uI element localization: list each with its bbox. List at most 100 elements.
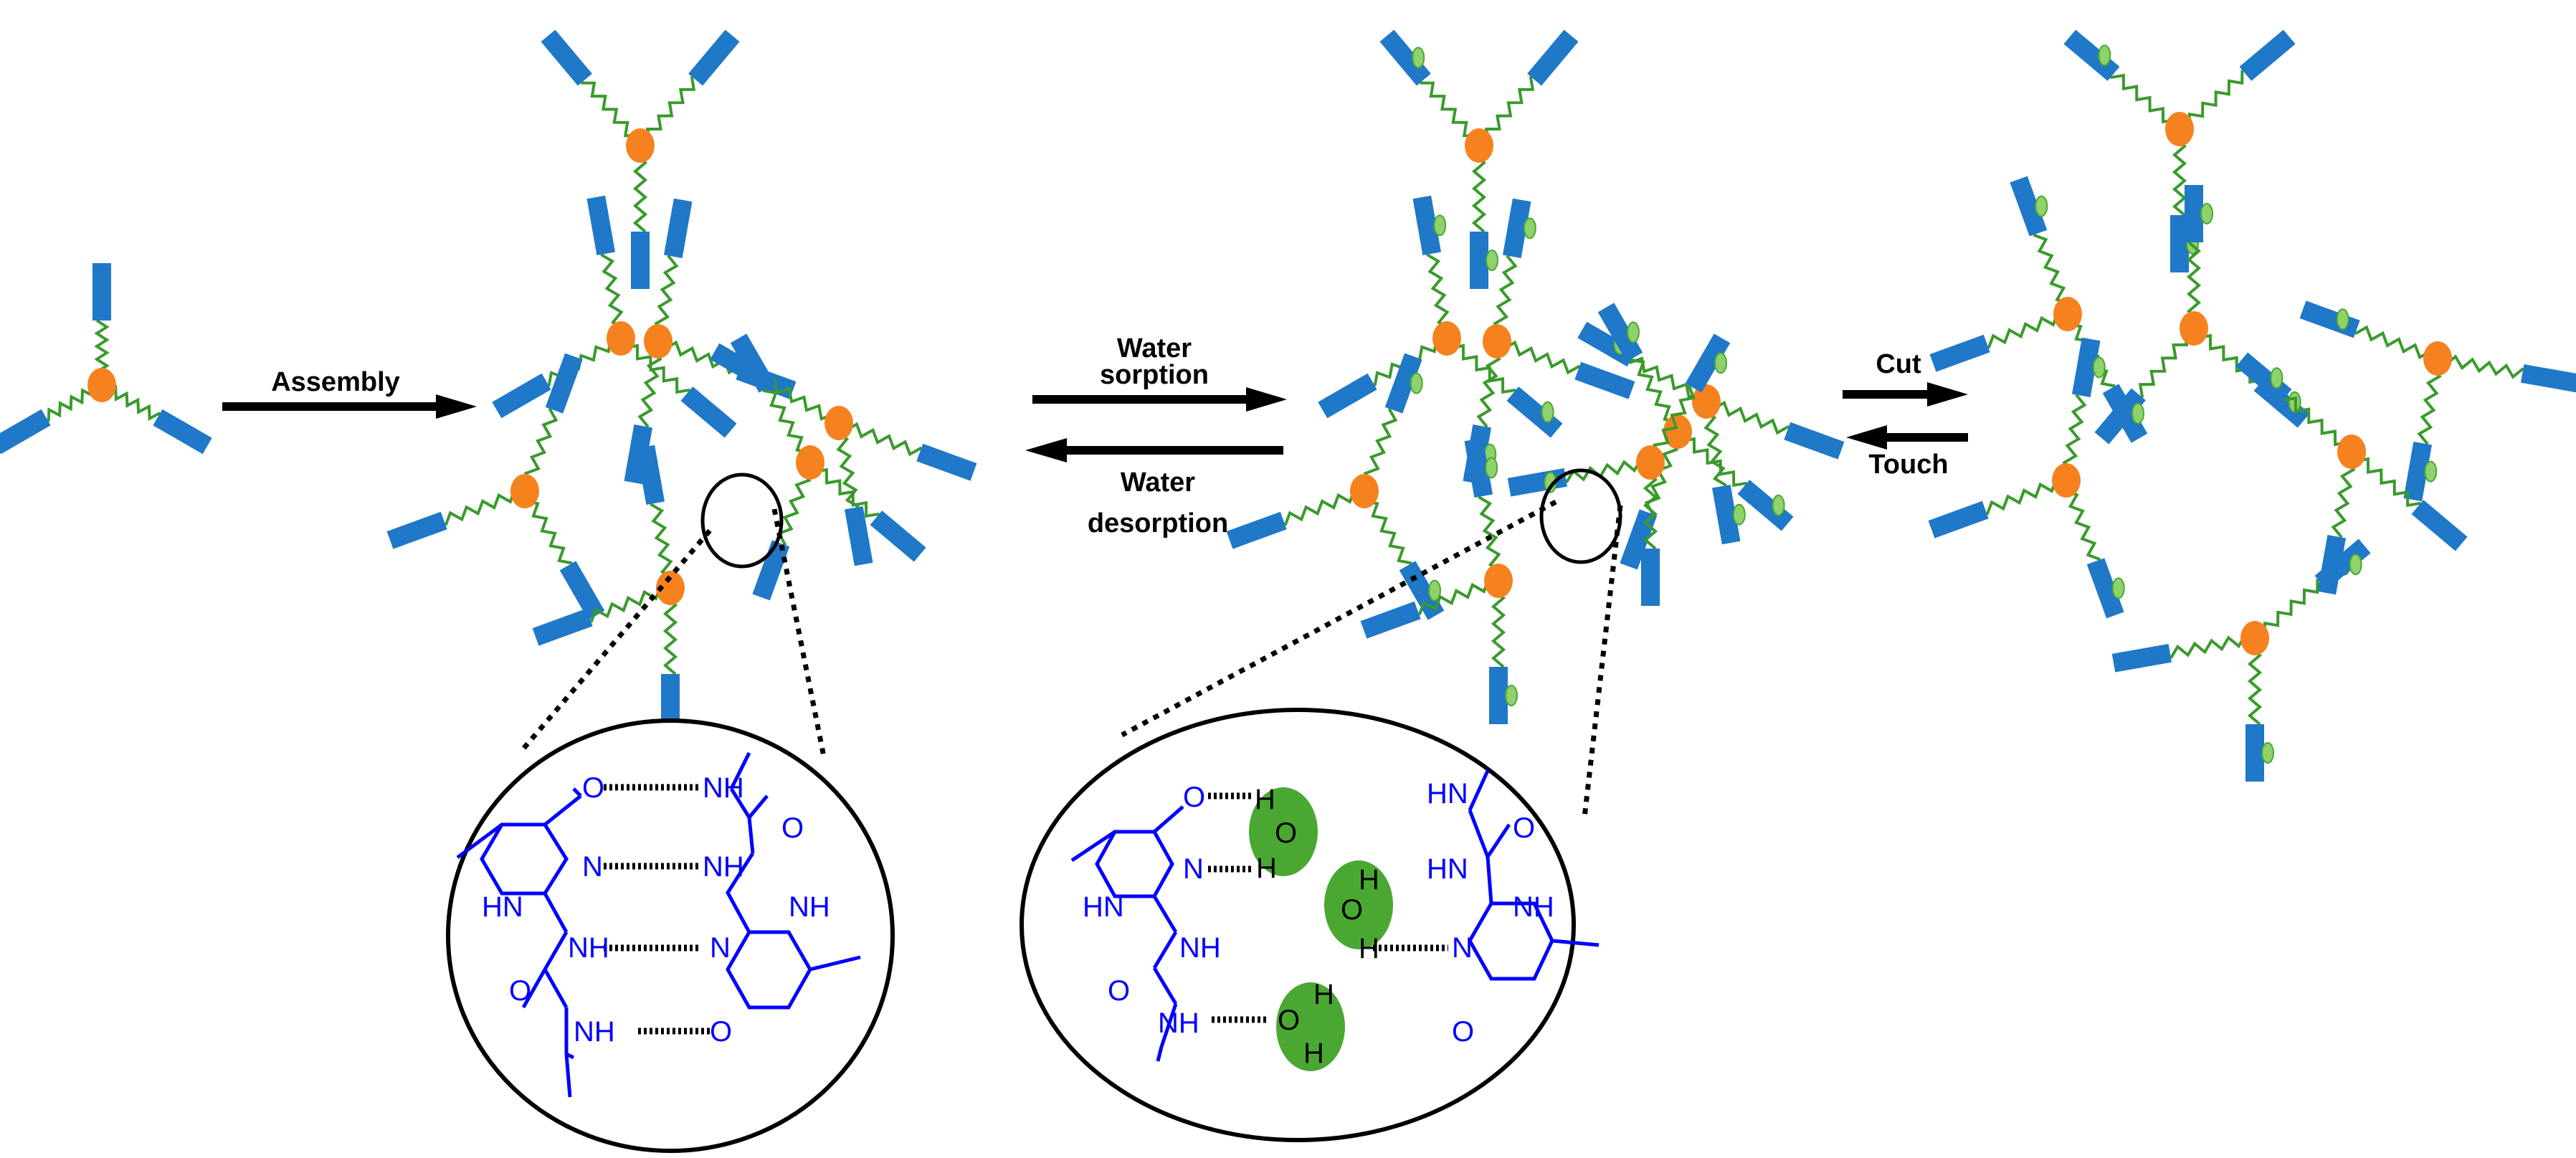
touch-label: Touch — [1868, 450, 1948, 480]
upy-block — [1574, 361, 1635, 399]
water-droplet — [1486, 250, 1498, 271]
upy-block — [1502, 198, 1531, 259]
upy-block — [2314, 538, 2371, 590]
process-arrows — [222, 382, 1968, 462]
upy-block — [2235, 352, 2292, 404]
upy-block — [545, 353, 583, 414]
upy-block — [688, 29, 740, 86]
water-droplet — [1541, 401, 1554, 423]
upy-block — [1929, 334, 1990, 372]
dimer-nh-low: NH — [568, 932, 609, 964]
star-core — [2423, 341, 2452, 376]
upy-block — [586, 195, 616, 256]
water-droplet — [2424, 460, 2438, 483]
water-droplet — [1410, 372, 1423, 394]
hyd-o-a: O — [1183, 782, 1205, 813]
hyd-hn-a: HN — [1083, 891, 1124, 923]
upy-block — [532, 608, 593, 646]
upy-block — [1597, 303, 1643, 362]
water-droplet — [1412, 47, 1425, 69]
star-core — [2053, 297, 2082, 331]
upy-block — [1928, 500, 1989, 538]
water-droplet — [2111, 577, 2125, 599]
hyd-hn-b: HN — [1427, 778, 1468, 810]
dimer-hn-left: HN — [482, 891, 523, 923]
upy-block — [1711, 484, 1741, 545]
star-core — [1692, 384, 1721, 419]
upy-dimer-structure: O NH N NH HN NH NH N O O NH O — [456, 751, 861, 1098]
upy-block — [2185, 185, 2203, 242]
hyd-n-a: N — [1183, 853, 1204, 885]
star-core — [824, 406, 853, 440]
dimer-nh-mid: NH — [703, 851, 744, 883]
star-core — [2052, 463, 2081, 498]
water-bubble-2 — [1324, 860, 1393, 949]
star-core — [626, 128, 655, 163]
upy-block — [2086, 558, 2124, 619]
upy-block — [1399, 561, 1445, 620]
water-droplet — [1732, 503, 1746, 526]
water3-h2: H — [1303, 1038, 1324, 1069]
upy-block — [730, 333, 776, 393]
star-core — [2240, 621, 2269, 655]
star-core — [1483, 324, 1511, 359]
upy-block — [752, 540, 790, 601]
dimer-nh-bot: NH — [574, 1016, 615, 1048]
upy-block — [916, 443, 977, 481]
upy-block — [2411, 500, 2468, 551]
upy-block — [1489, 667, 1508, 724]
water1-o: O — [1275, 817, 1297, 849]
water-droplet — [1714, 352, 1727, 374]
upy-block — [1641, 549, 1660, 606]
dimer-n-mid: N — [582, 851, 603, 883]
star-core — [644, 324, 672, 359]
upy-block — [1737, 480, 1794, 531]
dimer-o-top: O — [582, 772, 604, 804]
upy-block — [1506, 386, 1563, 438]
upy-block — [2299, 300, 2360, 338]
upy-block — [492, 373, 551, 419]
upy-block — [2403, 441, 2433, 502]
hydrated-upy-structure: O N HN NH O NH HN HN O NH N O H O H H O … — [1070, 769, 1600, 1071]
upy-block — [1379, 29, 1431, 86]
star-core — [1663, 414, 1692, 449]
hyd-nh-a: NH — [1179, 932, 1221, 964]
upy-block — [2239, 29, 2296, 81]
water-desorption-label-line2: desorption — [1088, 508, 1228, 538]
upy-block — [1464, 437, 1493, 498]
star-core — [796, 445, 824, 480]
water-droplet — [1433, 214, 1447, 237]
water-droplet — [2200, 203, 2213, 224]
upy-block — [1577, 321, 1637, 367]
star-core — [510, 474, 539, 508]
star-core — [656, 571, 685, 605]
upy-block — [2071, 337, 2101, 398]
linker-chain — [2436, 354, 2524, 379]
upy-block — [2010, 176, 2048, 237]
star-core — [87, 368, 116, 402]
upy-block — [631, 232, 650, 289]
hydrated-inset — [1020, 708, 1576, 1142]
upy-block — [541, 29, 592, 86]
upy-block — [1318, 373, 1377, 419]
star-core — [1465, 128, 1493, 163]
upy-block — [1685, 333, 1731, 393]
upy-block — [0, 409, 51, 455]
hyd-nh-b: NH — [1513, 891, 1554, 923]
star-polymer-networks — [0, 29, 2576, 782]
upy-block — [1226, 511, 1287, 549]
upy-block — [1360, 601, 1421, 639]
upy-block — [1784, 422, 1845, 460]
zoom-lines — [518, 499, 1623, 818]
upy-block — [153, 409, 212, 455]
upy-block — [2063, 29, 2120, 81]
dimer-n-low: N — [710, 932, 731, 964]
upy-block — [559, 561, 605, 620]
hyd-o-b2: O — [1452, 1016, 1474, 1048]
water-droplet — [1428, 579, 1441, 602]
star-core — [2337, 435, 2366, 469]
upy-block — [1527, 29, 1579, 86]
water-droplet — [1627, 321, 1640, 343]
water2-h2: H — [1359, 933, 1379, 964]
upy-block — [2520, 364, 2576, 393]
